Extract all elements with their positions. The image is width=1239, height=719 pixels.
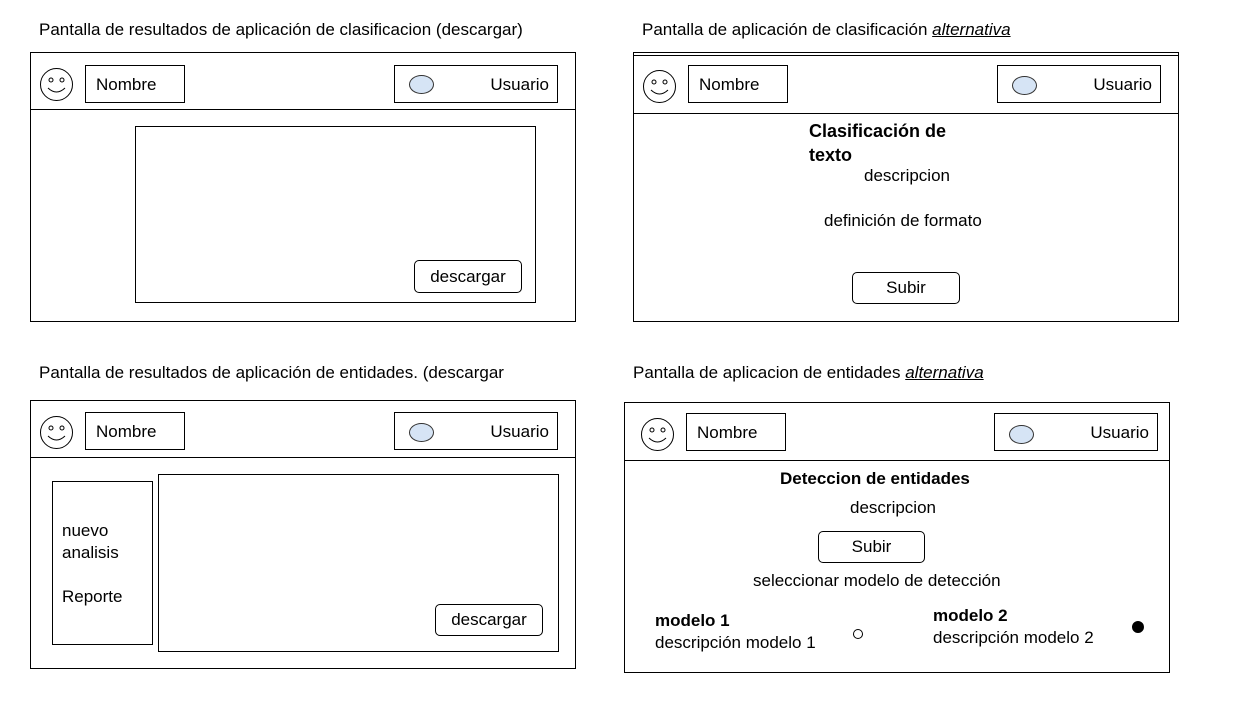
name-field[interactable]: Nombre — [85, 65, 185, 103]
caption-cls-alt: Pantalla de aplicación de clasificación … — [642, 20, 1011, 40]
select-model-text: seleccionar modelo de detección — [753, 571, 1001, 590]
title-line-1: Clasificación de — [809, 121, 947, 141]
download-label: descargar — [430, 266, 506, 286]
name-label: Nombre — [699, 75, 760, 94]
page-title: Clasificación de texto — [809, 119, 946, 167]
caption-text: Pantalla de resultados de aplicación de … — [39, 20, 523, 39]
name-label: Nombre — [96, 75, 157, 94]
caption-text: Pantalla de aplicación de clasificación — [642, 20, 928, 39]
user-box[interactable]: Usuario — [394, 412, 558, 450]
smiley-icon — [643, 70, 676, 103]
menu-item-new-analysis[interactable]: nuevo analisis — [62, 520, 119, 564]
caption-text: Pantalla de aplicacion de entidades — [633, 363, 901, 382]
upload-label: Subir — [886, 278, 926, 297]
user-avatar-icon — [409, 75, 434, 94]
page-title: Deteccion de entidades — [780, 469, 970, 488]
upload-button[interactable]: Subir — [818, 531, 925, 563]
user-box[interactable]: Usuario — [997, 65, 1161, 103]
user-avatar-icon — [409, 423, 434, 442]
header-divider — [634, 113, 1178, 114]
title-line-2: texto — [809, 145, 853, 165]
download-button[interactable]: descargar — [414, 260, 522, 293]
name-field[interactable]: Nombre — [688, 65, 788, 103]
caption-cls-results: Pantalla de resultados de aplicación de … — [39, 20, 523, 40]
smiley-icon — [641, 418, 674, 451]
user-label: Usuario — [1090, 423, 1149, 442]
model-2-radio[interactable] — [1131, 620, 1145, 634]
caption-ent-alt: Pantalla de aplicacion de entidades alte… — [633, 363, 984, 383]
user-box[interactable]: Usuario — [394, 65, 558, 103]
caption-ent-results: Pantalla de resultados de aplicación de … — [39, 363, 504, 383]
smiley-icon — [40, 416, 73, 449]
upload-label: Subir — [851, 537, 892, 556]
name-label: Nombre — [96, 422, 157, 441]
menu-new-line-1: nuevo — [62, 521, 109, 540]
user-avatar-icon — [1009, 425, 1034, 444]
description-text: descripcion — [864, 166, 950, 185]
smiley-icon — [40, 68, 73, 101]
screen-cls-results: Nombre Usuario descargar — [30, 52, 576, 322]
top-double-line — [634, 55, 1178, 56]
user-label: Usuario — [490, 75, 549, 94]
results-panel: descargar — [158, 474, 559, 652]
screen-cls-alt: Nombre Usuario Clasificación de texto de… — [633, 52, 1179, 322]
user-box[interactable]: Usuario — [994, 413, 1158, 451]
model-2-name: modelo 2 — [933, 606, 1008, 625]
model-1-description: descripción modelo 1 — [655, 633, 816, 652]
header-divider — [31, 109, 575, 110]
upload-button[interactable]: Subir — [852, 272, 960, 304]
format-definition-text: definición de formato — [824, 211, 982, 230]
model-2-description: descripción modelo 2 — [933, 628, 1094, 647]
caption-alt-text: alternativa — [905, 363, 984, 382]
screen-ent-alt: Nombre Usuario Deteccion de entidades de… — [624, 402, 1170, 673]
user-label: Usuario — [490, 422, 549, 441]
user-label: Usuario — [1093, 75, 1152, 94]
side-menu: nuevo analisis Reporte — [52, 481, 153, 645]
description-text: descripcion — [850, 498, 936, 517]
model-1-name: modelo 1 — [655, 611, 730, 630]
header-divider — [625, 460, 1169, 461]
model-1-radio[interactable] — [852, 628, 864, 640]
user-avatar-icon — [1012, 76, 1037, 95]
header-divider — [31, 457, 575, 458]
name-field[interactable]: Nombre — [686, 413, 786, 451]
menu-item-report[interactable]: Reporte — [62, 587, 123, 606]
name-label: Nombre — [697, 423, 758, 442]
name-field[interactable]: Nombre — [85, 412, 185, 450]
screen-ent-results: Nombre Usuario nuevo analisis Reporte de… — [30, 400, 576, 669]
menu-new-line-2: analisis — [62, 543, 119, 562]
download-button[interactable]: descargar — [435, 604, 543, 636]
download-label: descargar — [451, 610, 527, 629]
caption-alt-text: alternativa — [932, 20, 1011, 39]
results-panel: descargar — [135, 126, 536, 303]
caption-text: Pantalla de resultados de aplicación de … — [39, 363, 504, 382]
